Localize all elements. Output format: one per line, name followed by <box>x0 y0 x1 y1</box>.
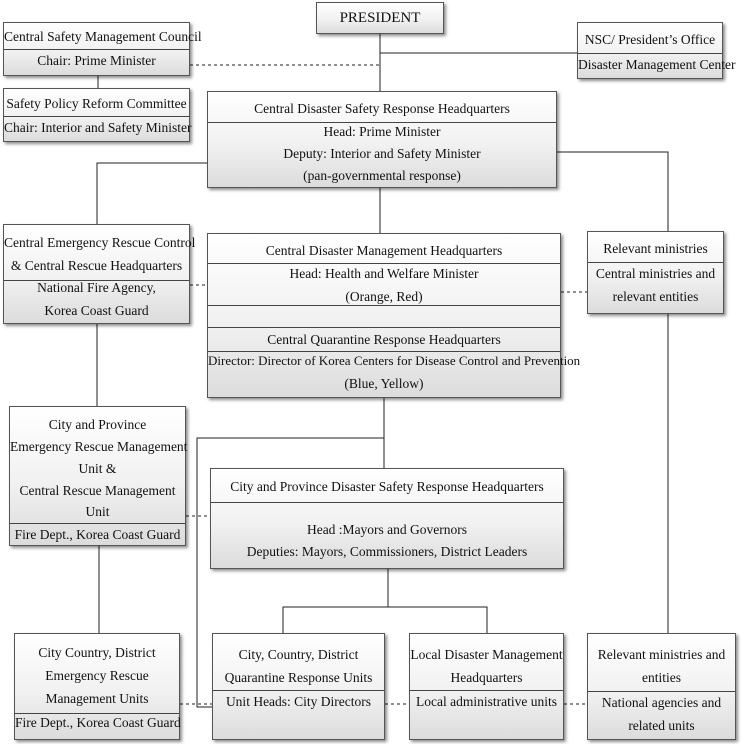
rml-line2: entities <box>642 670 681 685</box>
divider <box>208 327 560 328</box>
solid-connector <box>557 151 669 231</box>
president-box: PRESIDENT <box>316 2 444 34</box>
city-province-rescue-unit-box: City and Province Emergency Rescue Manag… <box>9 406 188 546</box>
city-country-rescue-units-box: City Country, District Emergency Rescue … <box>14 633 181 740</box>
cdsr-title: Central Disaster Safety Response Headqua… <box>254 101 510 116</box>
rm-title: Relevant ministries <box>603 241 708 256</box>
cpr-line5: Unit <box>85 504 110 519</box>
divider <box>208 122 556 123</box>
solid-connector <box>196 437 384 708</box>
relevant-ministries-local-box: Relevant ministries and entities Nationa… <box>587 633 736 740</box>
president-title: PRESIDENT <box>339 10 421 26</box>
rml-line1: Relevant ministries and <box>597 647 726 662</box>
cph-head: Head :Mayors and Governors <box>306 522 468 537</box>
cpr-line3: Unit & <box>78 461 117 476</box>
divider <box>588 691 735 692</box>
cerc-agencies-line1: National Fire Agency, <box>37 280 156 295</box>
cdm-levels: (Orange, Red) <box>345 289 423 304</box>
divider <box>410 690 563 691</box>
committee-title: Safety Policy Reform Committee <box>6 96 187 111</box>
cpr-line4: Central Rescue Management <box>19 483 176 498</box>
qru-heads: Unit Heads: City Directors <box>225 694 372 709</box>
divider <box>588 262 723 263</box>
divider <box>4 49 189 50</box>
cq-levels: (Blue, Yellow) <box>344 376 424 391</box>
qru-line2: Quarantine Response Units <box>224 670 373 685</box>
cdm-title: Central Disaster Management Headquarters <box>265 243 503 258</box>
nsc-office-box: NSC/ President’s Office Disaster Managem… <box>577 22 736 79</box>
divider <box>10 523 185 524</box>
council-chair: Chair: Prime Minister <box>37 53 156 68</box>
city-province-hq-box: City and Province Disaster Safety Respon… <box>210 468 564 569</box>
cdm-head: Head: Health and Welfare Minister <box>289 266 479 281</box>
nsc-subtitle: Disaster Management Center <box>578 57 736 72</box>
rml-agencies-line2: related units <box>628 718 695 733</box>
divider <box>15 713 179 714</box>
cerc-title-line1: Central Emergency Rescue Control <box>4 235 196 250</box>
safety-policy-committee-box: Safety Policy Reform Committee Chair: In… <box>3 88 192 142</box>
cdsr-deputy: Deputy: Interior and Safety Minister <box>283 146 481 161</box>
divider <box>213 690 384 691</box>
rml-agencies-line1: National agencies and <box>601 695 722 710</box>
central-disaster-mgmt-hq-box: Central Disaster Management Headquarters… <box>207 233 581 398</box>
ccr-line3: Management Units <box>45 691 149 706</box>
central-disaster-safety-hq-box: Central Disaster Safety Response Headqua… <box>207 91 557 188</box>
central-emergency-rescue-box: Central Emergency Rescue Control & Centr… <box>3 224 196 324</box>
divider <box>4 280 189 281</box>
cpr-line2: Emergency Rescue Management <box>10 439 188 454</box>
council-title: Central Safety Management Council <box>4 29 202 44</box>
rm-entities-line1: Central ministries and <box>595 266 716 281</box>
rm-entities-line2: relevant entities <box>612 289 699 304</box>
solid-connector <box>282 606 488 633</box>
divider <box>208 305 560 306</box>
divider <box>578 53 722 54</box>
divider <box>4 116 189 117</box>
ccr-line1: City Country, District <box>38 645 156 660</box>
cq-director: Director: Director of Korea Centers for … <box>208 353 581 368</box>
committee-chair: Chair: Interior and Safety Minister <box>4 120 192 135</box>
relevant-ministries-central-box: Relevant ministries Central ministries a… <box>587 231 724 314</box>
solid-connector <box>96 162 207 224</box>
cq-title: Central Quarantine Response Headquarters <box>267 332 501 347</box>
ccr-line2: Emergency Rescue <box>45 668 149 683</box>
central-safety-council-box: Central Safety Management Council Chair:… <box>3 22 202 76</box>
cerc-agencies-line2: Korea Coast Guard <box>44 303 149 318</box>
cph-deputies: Deputies: Mayors, Commissioners, Distric… <box>246 544 528 559</box>
cpr-line1: City and Province <box>48 417 147 432</box>
divider <box>208 263 560 264</box>
cdsr-head: Head: Prime Minister <box>323 124 441 139</box>
divider <box>211 502 563 503</box>
quarantine-units-box: City, Country, District Quarantine Respo… <box>212 633 385 740</box>
ccr-agencies: Fire Dept., Korea Coast Guard <box>15 715 181 730</box>
ldm-line1: Local Disaster Management <box>410 647 563 662</box>
ldm-line2: Headquarters <box>450 670 523 685</box>
qru-line1: City, Country, District <box>238 647 359 662</box>
nsc-title: NSC/ President’s Office <box>584 32 716 47</box>
divider <box>208 351 560 352</box>
ldm-units: Local administrative units <box>416 694 557 709</box>
cph-title: City and Province Disaster Safety Respon… <box>230 479 544 494</box>
cpr-agencies: Fire Dept., Korea Coast Guard <box>14 527 181 542</box>
cdsr-note: (pan-governmental response) <box>303 168 461 183</box>
cerc-title-line2: & Central Rescue Headquarters <box>10 258 183 273</box>
local-disaster-hq-box: Local Disaster Management Headquarters L… <box>409 633 564 740</box>
